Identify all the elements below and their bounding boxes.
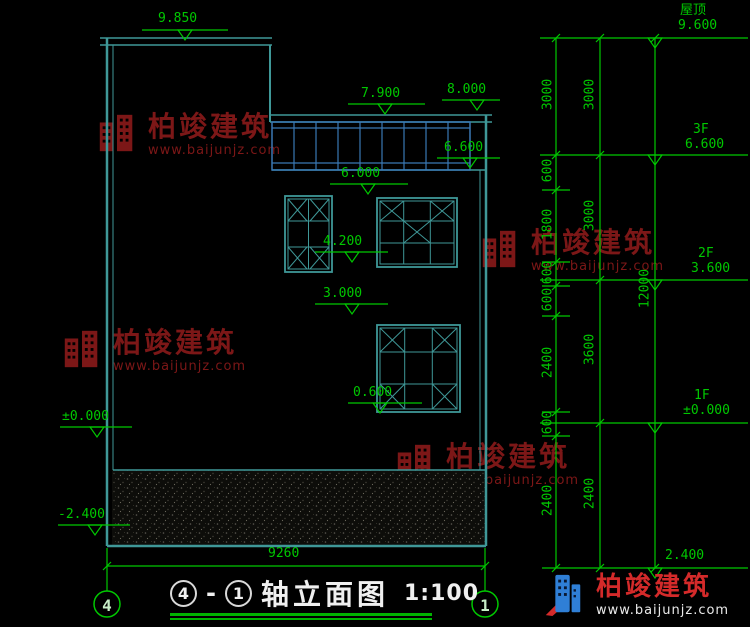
level-label-8000: 8.000 — [447, 82, 487, 97]
window-2f-right — [376, 197, 458, 268]
floor3-level: 6.600 — [685, 137, 725, 152]
dim-inner-6: 600 — [540, 410, 556, 435]
brand-logo-icon — [540, 570, 586, 622]
level-label-3000: 3.000 — [323, 286, 363, 301]
watermark-building-icon — [60, 326, 104, 376]
floor3-label: 3F — [693, 122, 709, 137]
dim-total-height: 12000 — [637, 268, 653, 309]
brand-footer: 柏竣建筑 www.baijunjz.com — [540, 570, 729, 622]
level-label-7900: 7.900 — [361, 86, 401, 101]
floor2-level: 3.600 — [691, 261, 731, 276]
watermark-brand: 柏竣建筑 — [531, 225, 656, 259]
title-axis-start-bubble: 4 — [170, 579, 197, 607]
window-2f-left — [284, 195, 333, 273]
brand-url: www.baijunjz.com — [596, 603, 730, 619]
floor1-level: ±0.000 — [683, 403, 730, 418]
level-label-6600: 6.600 — [444, 140, 484, 155]
roof-label: 屋顶 — [680, 3, 707, 18]
axis-bubble-4: 4 — [102, 596, 112, 615]
roof-level: 9.600 — [678, 18, 718, 33]
watermark: 柏竣建筑 www.baijunjz.com — [60, 326, 246, 376]
watermark-brand: 柏竣建筑 — [446, 439, 571, 473]
level-label-9850: 9.850 — [158, 11, 198, 26]
level-label-0600: 0.600 — [353, 385, 393, 400]
floor2-label: 2F — [698, 246, 714, 261]
window-1f — [376, 324, 461, 413]
title-name: 轴立面图 — [260, 578, 389, 611]
watermark-brand: 柏竣建筑 — [148, 109, 273, 143]
watermark-url: www.baijunjz.com — [148, 143, 282, 159]
dim-inner-2: 1800 — [540, 208, 556, 241]
dim-outer-1: 3000 — [582, 199, 598, 232]
watermark: 柏竣建筑 www.baijunjz.com — [95, 110, 281, 160]
dim-outer-2: 3600 — [582, 333, 598, 366]
watermark-text: 柏竣建筑 www.baijunjz.com — [531, 225, 665, 275]
base-level: 2.400 — [665, 548, 705, 563]
watermark-url: www.baijunjz.com — [113, 359, 247, 375]
level-label-neg2400: -2.400 — [58, 507, 105, 522]
building-outline — [100, 37, 492, 548]
floor1-label: 1F — [694, 388, 710, 403]
dim-inner-5: 2400 — [540, 346, 556, 379]
dim-inner-0: 3000 — [540, 78, 556, 111]
title-separator: - — [206, 579, 216, 607]
brand-name: 柏竣建筑 — [596, 571, 713, 602]
watermark-brand: 柏竣建筑 — [113, 325, 238, 359]
watermark: 柏竣建筑 www.baijunjz.com — [478, 226, 664, 276]
title-underline-secondary — [170, 618, 432, 620]
brand-text: 柏竣建筑 www.baijunjz.com — [596, 571, 730, 619]
watermark-text: 柏竣建筑 www.baijunjz.com — [113, 325, 247, 375]
title-scale: 1:100 — [403, 580, 480, 606]
drawing-title: 4 - 1 轴立面图 1:100 — [170, 577, 480, 611]
level-label-6000: 6.000 — [341, 166, 381, 181]
dim-inner-7: 2400 — [540, 484, 556, 517]
axis-bubble-1: 1 — [480, 596, 490, 615]
dim-inner-4: 600 — [540, 287, 556, 312]
level-label-zero: ±0.000 — [62, 409, 109, 424]
dim-outer-3: 2400 — [582, 477, 598, 510]
dim-outer-0: 3000 — [582, 78, 598, 111]
watermark-building-icon — [95, 110, 139, 160]
overall-width-dim: 9260 — [268, 546, 300, 561]
window-band-3f — [271, 121, 471, 171]
level-label-4200: 4.200 — [323, 234, 363, 249]
ground-hatch — [112, 470, 486, 546]
title-underline — [170, 613, 432, 616]
title-axis-end-bubble: 1 — [224, 579, 252, 607]
watermark-url: www.baijunjz.com — [531, 259, 665, 275]
dim-inner-1: 600 — [540, 158, 556, 183]
watermark-text: 柏竣建筑 www.baijunjz.com — [148, 109, 282, 159]
dimension-lines — [58, 29, 748, 618]
